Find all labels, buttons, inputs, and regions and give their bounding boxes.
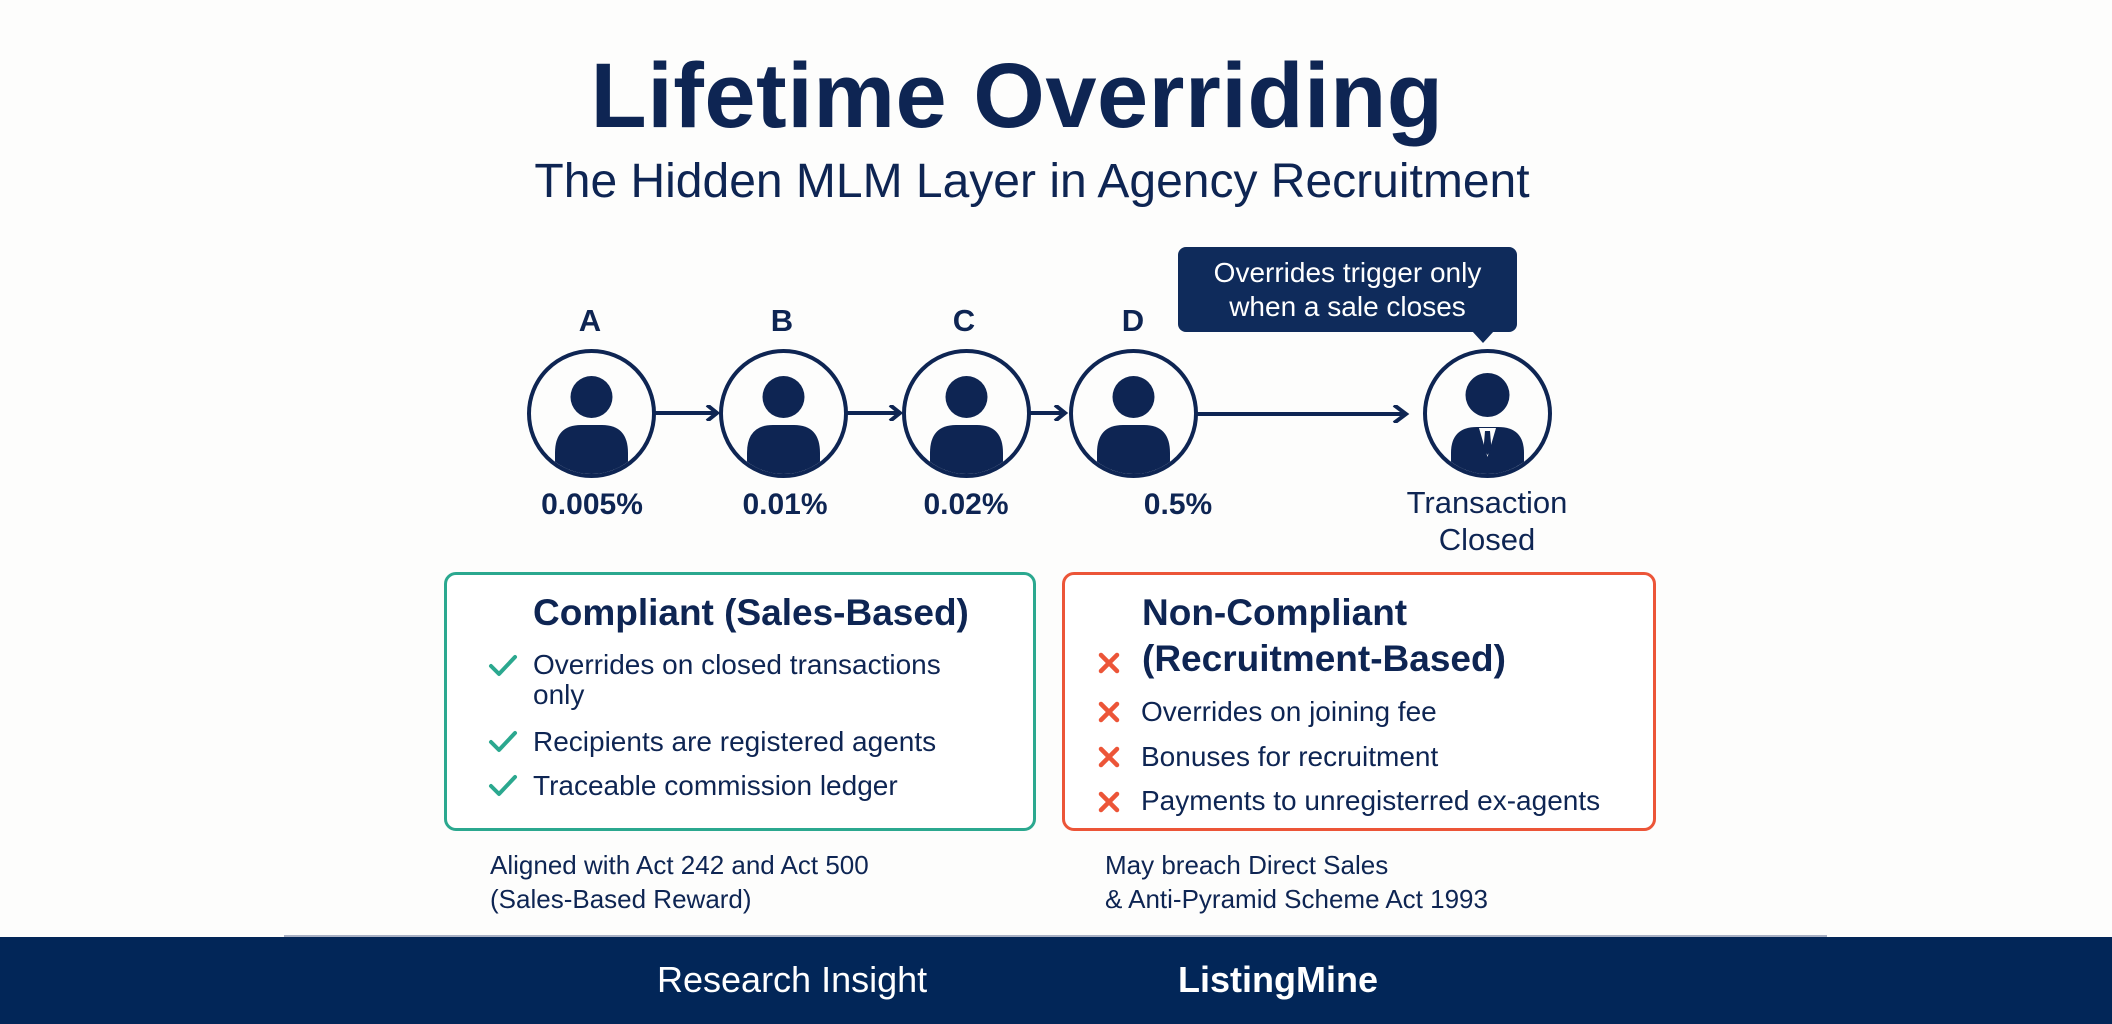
cross-icon	[1098, 652, 1120, 674]
agent-node-a	[527, 349, 656, 478]
non-compliant-item-2: Bonuses for recruitment	[1141, 741, 1439, 772]
non-compliant-legal-note: May breach Direct Sales & Anti-Pyramid S…	[1105, 848, 1488, 916]
non-compliant-title: Non-Compliant (Recruitment-Based)	[1142, 590, 1506, 682]
footer-divider	[284, 935, 1827, 937]
tooltip-line-1: Overrides trigger only	[1213, 256, 1482, 288]
override-rate-b: 0.01%	[742, 488, 828, 521]
override-trigger-tooltip: Overrides trigger only when a sale close…	[1178, 247, 1517, 332]
transaction-label-line-2: Closed	[1438, 522, 1536, 557]
footer-brand-listingmine: ListingMine	[1178, 959, 1378, 1000]
non-compliant-item-1: Overrides on joining fee	[1141, 696, 1437, 727]
compliant-item-1-line-1: Overrides on closed transactions	[533, 649, 941, 680]
agent-node-b	[719, 349, 848, 478]
person-icon	[747, 376, 820, 474]
compliant-item-2: Recipients are registered agents	[533, 726, 937, 757]
page-title: Lifetime Overriding	[590, 45, 1444, 147]
override-rate-d: 0.5%	[1143, 488, 1213, 521]
non-compliant-title-line-2: (Recruitment-Based)	[1142, 638, 1506, 679]
transaction-closed-node	[1423, 349, 1552, 478]
compliant-item-1: Overrides on closed transactions only	[533, 650, 941, 710]
compliant-panel	[444, 572, 1036, 831]
compliant-item-3: Traceable commission ledger	[533, 770, 898, 801]
node-label-d: D	[1121, 303, 1145, 338]
arrow-icon	[1196, 405, 1410, 423]
tooltip-line-2: when a sale closes	[1229, 290, 1466, 322]
tooltip-tail	[1472, 331, 1494, 343]
non-compliant-title-line-1: Non-Compliant	[1142, 592, 1408, 633]
check-icon	[488, 774, 518, 798]
transaction-closed-label: Transaction Closed	[1387, 484, 1587, 558]
node-label-b: B	[770, 303, 794, 338]
compliant-item-1-line-2: only	[533, 679, 585, 710]
arrow-icon	[846, 405, 904, 421]
transaction-label-line-1: Transaction	[1406, 485, 1568, 520]
override-rate-c: 0.02%	[923, 488, 1009, 521]
check-icon	[488, 654, 518, 678]
footer-bar	[0, 937, 2112, 1024]
arrow-icon	[1029, 405, 1069, 421]
node-label-c: C	[952, 303, 976, 338]
businessman-icon	[1451, 373, 1524, 474]
node-label-a: A	[578, 303, 602, 338]
compliant-title: Compliant (Sales-Based)	[533, 592, 969, 633]
agent-node-c	[902, 349, 1031, 478]
person-icon	[1097, 376, 1170, 474]
cross-icon	[1098, 791, 1120, 813]
agent-node-d	[1069, 349, 1198, 478]
page-subtitle: The Hidden MLM Layer in Agency Recruitme…	[534, 155, 1530, 208]
compliant-note-line-2: (Sales-Based Reward)	[490, 884, 752, 914]
arrow-icon	[655, 405, 721, 421]
compliant-legal-note: Aligned with Act 242 and Act 500 (Sales-…	[490, 848, 869, 916]
footer-research-insight: Research Insight	[657, 959, 928, 1000]
cross-icon	[1098, 746, 1120, 768]
non-compliant-panel	[1062, 572, 1656, 831]
non-compliant-note-line-1: May breach Direct Sales	[1105, 850, 1389, 880]
override-rate-a: 0.005%	[541, 488, 643, 521]
compliant-note-line-1: Aligned with Act 242 and Act 500	[490, 850, 869, 880]
check-icon	[488, 730, 518, 754]
non-compliant-note-line-2: & Anti-Pyramid Scheme Act 1993	[1105, 884, 1488, 914]
person-icon	[930, 376, 1003, 474]
cross-icon	[1098, 701, 1120, 723]
person-icon	[555, 376, 628, 474]
non-compliant-item-3: Payments to unregisterred ex-agents	[1141, 785, 1601, 816]
